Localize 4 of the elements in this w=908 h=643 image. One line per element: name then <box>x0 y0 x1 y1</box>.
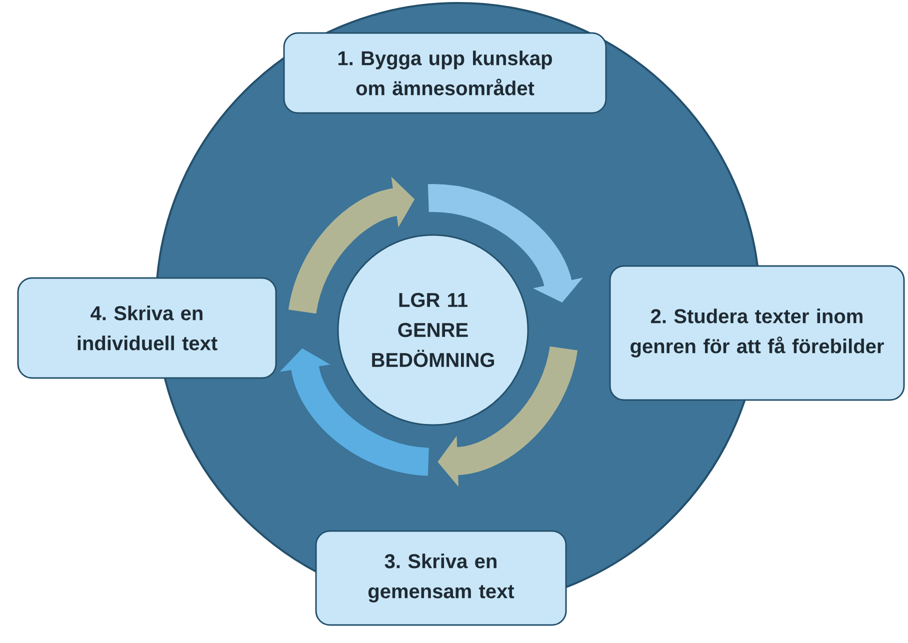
step-box: 3. Skriva en gemensam text <box>315 530 567 626</box>
step-box: 2. Studera texter inom genren för att få förebilder <box>609 265 905 401</box>
step-box: 4. Skriva en individuell text <box>17 277 277 379</box>
step-box: 1. Bygga upp kunskap om ämnesområdet <box>283 32 607 114</box>
